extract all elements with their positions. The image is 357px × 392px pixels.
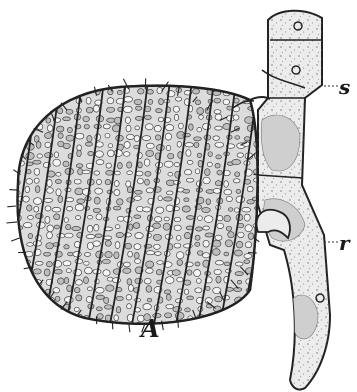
spore-body <box>0 78 280 335</box>
label-s: s <box>339 77 350 97</box>
label-leaders <box>320 86 338 242</box>
label-r: r <box>339 233 350 253</box>
figure-label: A <box>141 317 160 341</box>
